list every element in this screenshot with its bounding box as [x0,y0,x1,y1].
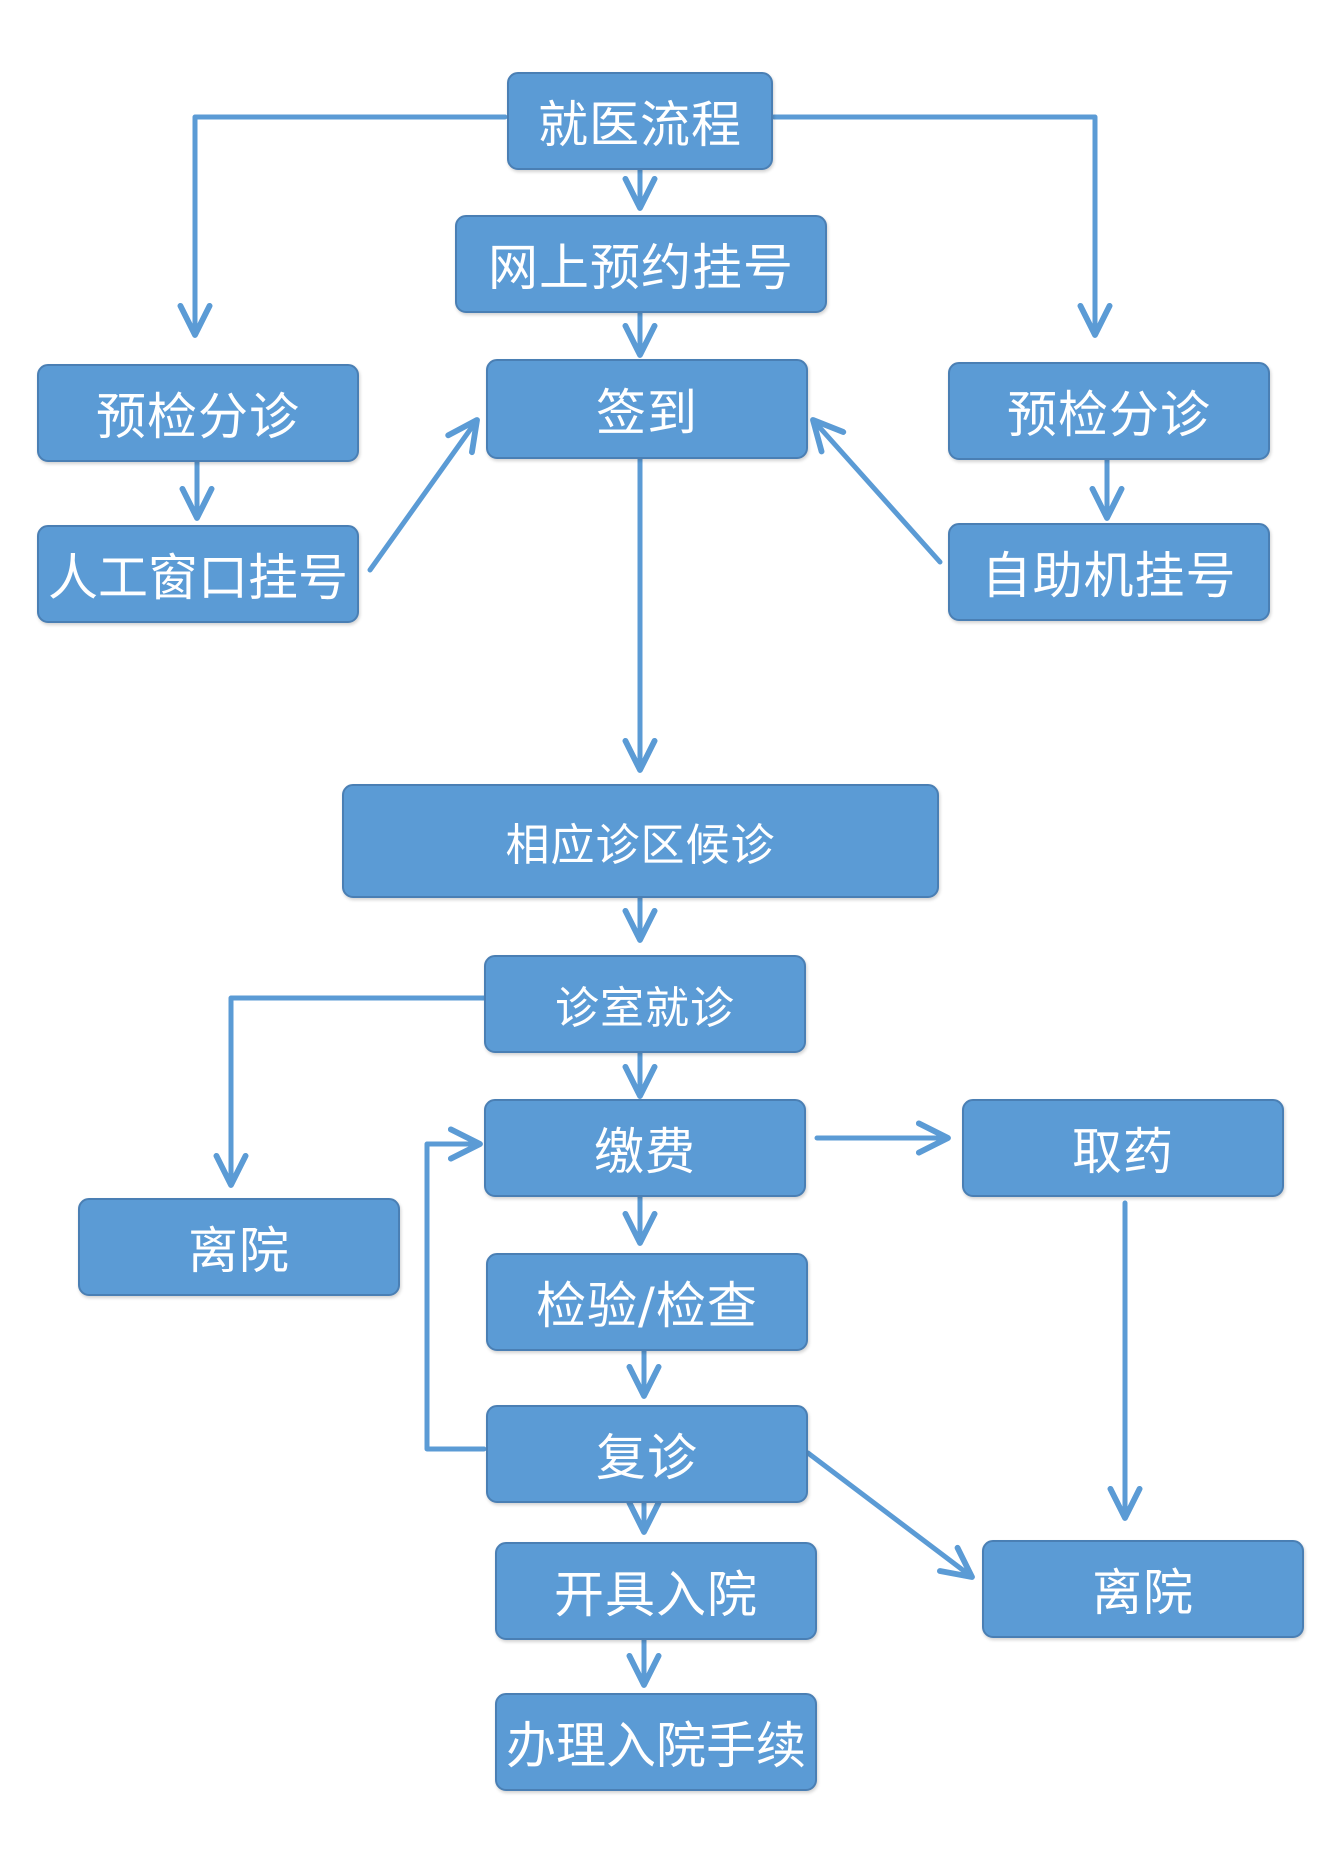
node-triage-right: 预检分诊 [948,362,1270,460]
edge-follow-up-to-payment [424,1126,487,1452]
edge-follow-up-to-discharge-right [805,1450,975,1580]
node-discharge-right: 离院 [982,1540,1304,1638]
edge-self-service-to-checkin [810,417,943,565]
node-payment: 缴费 [484,1099,806,1197]
node-admission-procedures: 办理入院手续 [495,1693,817,1791]
node-self-service-registration: 自助机挂号 [948,523,1270,621]
node-triage-left: 预检分诊 [37,364,359,462]
node-follow-up: 复诊 [486,1405,808,1503]
node-online-booking: 网上预约挂号 [455,215,827,313]
node-consultation: 诊室就诊 [484,955,806,1053]
node-lab-exam: 检验/检查 [486,1253,808,1351]
edge-consultation-to-discharge-left [213,995,487,1188]
node-issue-admission: 开具入院 [495,1542,817,1640]
node-pickup-medicine: 取药 [962,1099,1284,1197]
node-waiting-area: 相应诊区候诊 [342,784,939,898]
node-checkin: 签到 [486,359,808,459]
node-discharge-left: 离院 [78,1198,400,1296]
edge-start-to-triage-left [177,114,508,338]
node-manual-window-registration: 人工窗口挂号 [37,525,359,623]
edge-start-to-triage-right [771,114,1113,338]
node-start: 就医流程 [507,72,773,170]
edge-manual-to-checkin [367,417,480,573]
